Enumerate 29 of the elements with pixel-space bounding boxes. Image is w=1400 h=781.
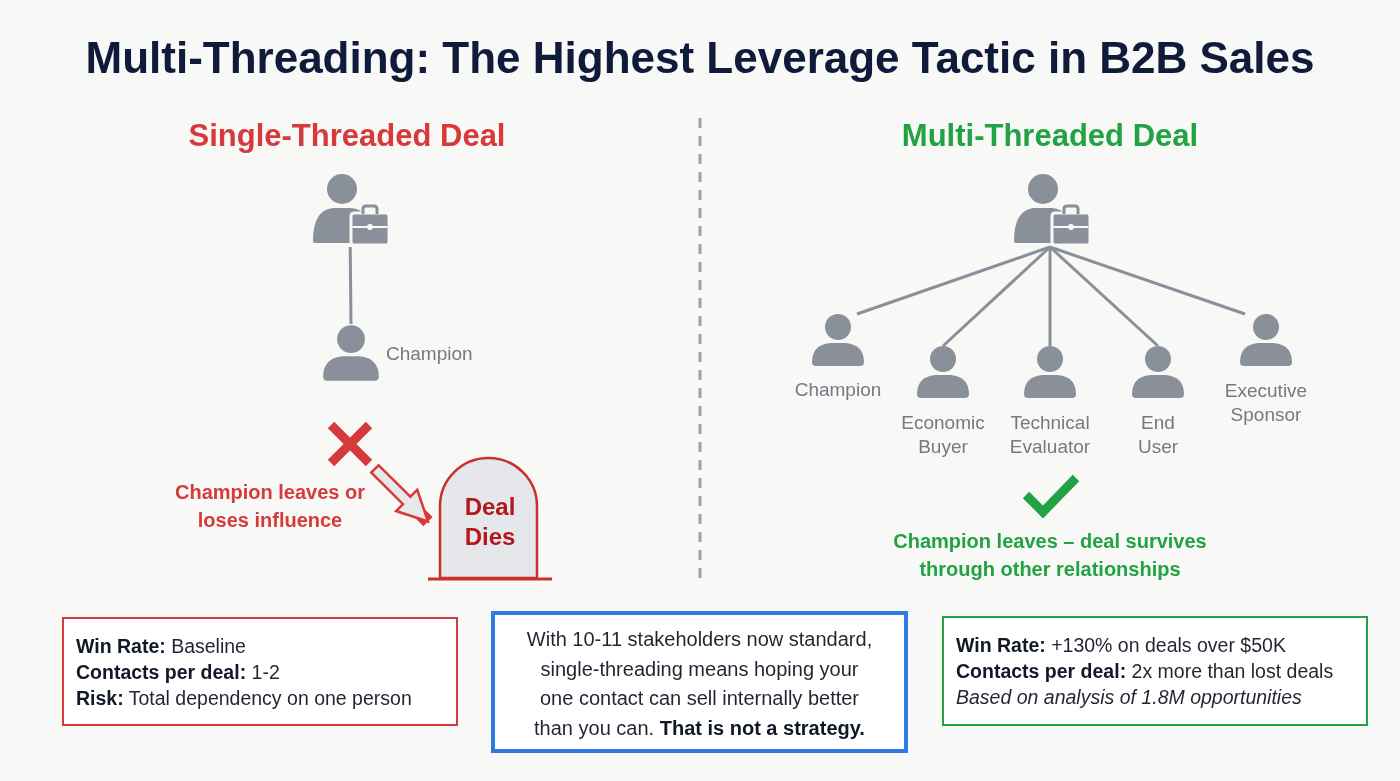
outcome-text: Champion leaves – deal survives through other relationships: [892, 529, 1208, 582]
connector-line: [348, 247, 353, 324]
role-label: Economic Buyer: [900, 411, 986, 459]
note-panel: [491, 611, 908, 753]
stat-line: Contacts per deal: 2x more than lost deals: [956, 659, 1335, 684]
stats-panel: [62, 617, 458, 726]
role-label: Executive Sponsor: [1223, 379, 1309, 427]
connector-line: [1049, 245, 1246, 316]
connector-line: [1048, 247, 1052, 346]
page-title: Multi-Threading: The Highest Leverage Tactic in B2B Sales: [84, 33, 1316, 83]
connector-line: [856, 245, 1051, 316]
block-arrow: [369, 463, 433, 527]
role-label: Champion: [793, 378, 883, 402]
role-label: End User: [1136, 411, 1180, 459]
connector-line: [942, 245, 1051, 348]
section-heading: Multi-Threaded Deal: [900, 117, 1200, 155]
stat-line: Win Rate: +130% on deals over $50K: [956, 633, 1287, 658]
role-label: Technical Evaluator: [1008, 411, 1092, 459]
connector-line: [1049, 245, 1159, 348]
stats-panel: [942, 616, 1368, 726]
stat-line: Risk: Total dependency on one person: [76, 686, 413, 711]
warning-text: Champion leaves or loses influence: [173, 480, 367, 533]
note-text: With 10-11 stakeholders now standard, single-threading means hoping your one contact can sell internally better than you can. That is not a strategy.: [525, 627, 874, 741]
tombstone-label: Deal Dies: [463, 492, 517, 552]
role-label: Champion: [386, 342, 474, 366]
section-heading: Single-Threaded Deal: [187, 117, 507, 155]
stat-line: Based on analysis of 1.8M opportunities: [956, 685, 1303, 710]
stat-line: Win Rate: Baseline: [76, 634, 247, 659]
stat-line: Contacts per deal: 1-2: [76, 660, 281, 685]
